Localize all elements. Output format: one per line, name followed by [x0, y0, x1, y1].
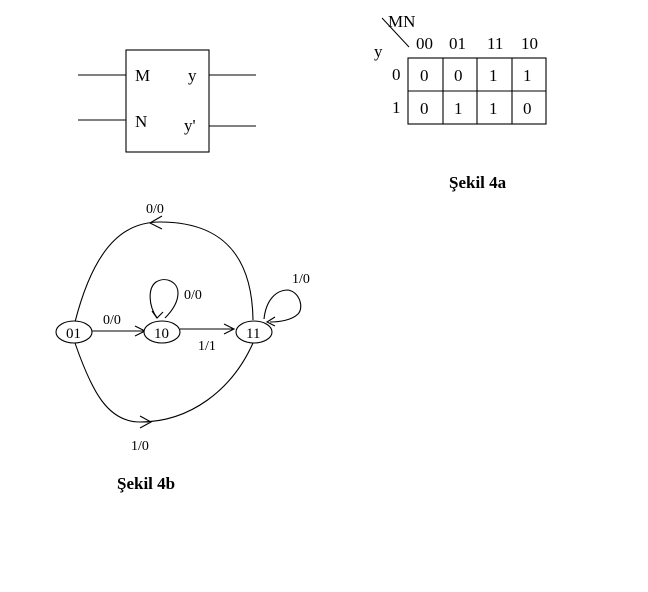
- state-node-10: [143, 320, 181, 344]
- kmap-col-header: 11: [487, 34, 503, 53]
- edge-label-01-10: 0/0: [103, 313, 121, 328]
- kmap-cell: 0: [420, 66, 429, 85]
- state-node-01: [55, 320, 93, 344]
- state-label-10: 10: [154, 326, 169, 342]
- arrowhead-top: [148, 215, 163, 230]
- arrowhead-self-10: [151, 310, 164, 319]
- edge-label-self-10: 0/0: [184, 288, 202, 303]
- kmap-diagonal: [381, 17, 410, 48]
- kmap-cell: 1: [489, 66, 498, 85]
- state-label-11: 11: [246, 326, 260, 342]
- state-diagram: 0/0 1/0 0/0 1/1 0/0 1/0 01 10 11 Şekil 4…: [55, 202, 310, 493]
- self-loop-10: [149, 279, 179, 319]
- kmap-cell: 0: [454, 66, 463, 85]
- kmap-col-header: 10: [521, 34, 538, 53]
- kmap-cell: 0: [523, 99, 532, 118]
- arrowhead-bottom: [139, 415, 153, 429]
- self-loop-11: [263, 289, 302, 323]
- input-label-m: M: [135, 66, 150, 85]
- output-label-y-prime: y': [184, 116, 196, 135]
- kmap-col-header: 00: [416, 34, 433, 53]
- arrowhead-self-11: [265, 316, 276, 327]
- edge-label-self-11: 1/0: [292, 272, 310, 287]
- kmap-row-header: 0: [392, 65, 401, 84]
- kmap-cell: 1: [523, 66, 532, 85]
- block-box: [125, 49, 210, 153]
- block-diagram: M N y y': [78, 49, 256, 153]
- kmap-col-var: MN: [388, 12, 415, 31]
- state-node-11: [235, 320, 273, 344]
- kmap-row-header: 1: [392, 98, 401, 117]
- input-label-n: N: [135, 112, 147, 131]
- kmap-cell: 0: [420, 99, 429, 118]
- output-label-y: y: [188, 66, 197, 85]
- kmap-caption: Şekil 4a: [449, 173, 507, 192]
- karnaugh-map: MN y 00 01 11 10 0 1 0 0 1 1 0 1 1 0 Şek…: [374, 12, 547, 192]
- kmap-cell: 1: [489, 99, 498, 118]
- kmap-col-header: 01: [449, 34, 466, 53]
- edge-label-10-11: 1/1: [198, 339, 216, 354]
- edge-bottom-arc: [74, 342, 254, 423]
- state-diagram-caption: Şekil 4b: [117, 474, 175, 493]
- kmap-cell: 1: [454, 99, 463, 118]
- arrowhead-10-11: [223, 323, 236, 335]
- kmap-row-var: y: [374, 42, 383, 61]
- edge-label-top: 0/0: [146, 202, 164, 217]
- state-label-01: 01: [66, 326, 81, 342]
- edge-label-bottom: 1/0: [131, 439, 149, 454]
- edge-top-arc: [74, 221, 254, 323]
